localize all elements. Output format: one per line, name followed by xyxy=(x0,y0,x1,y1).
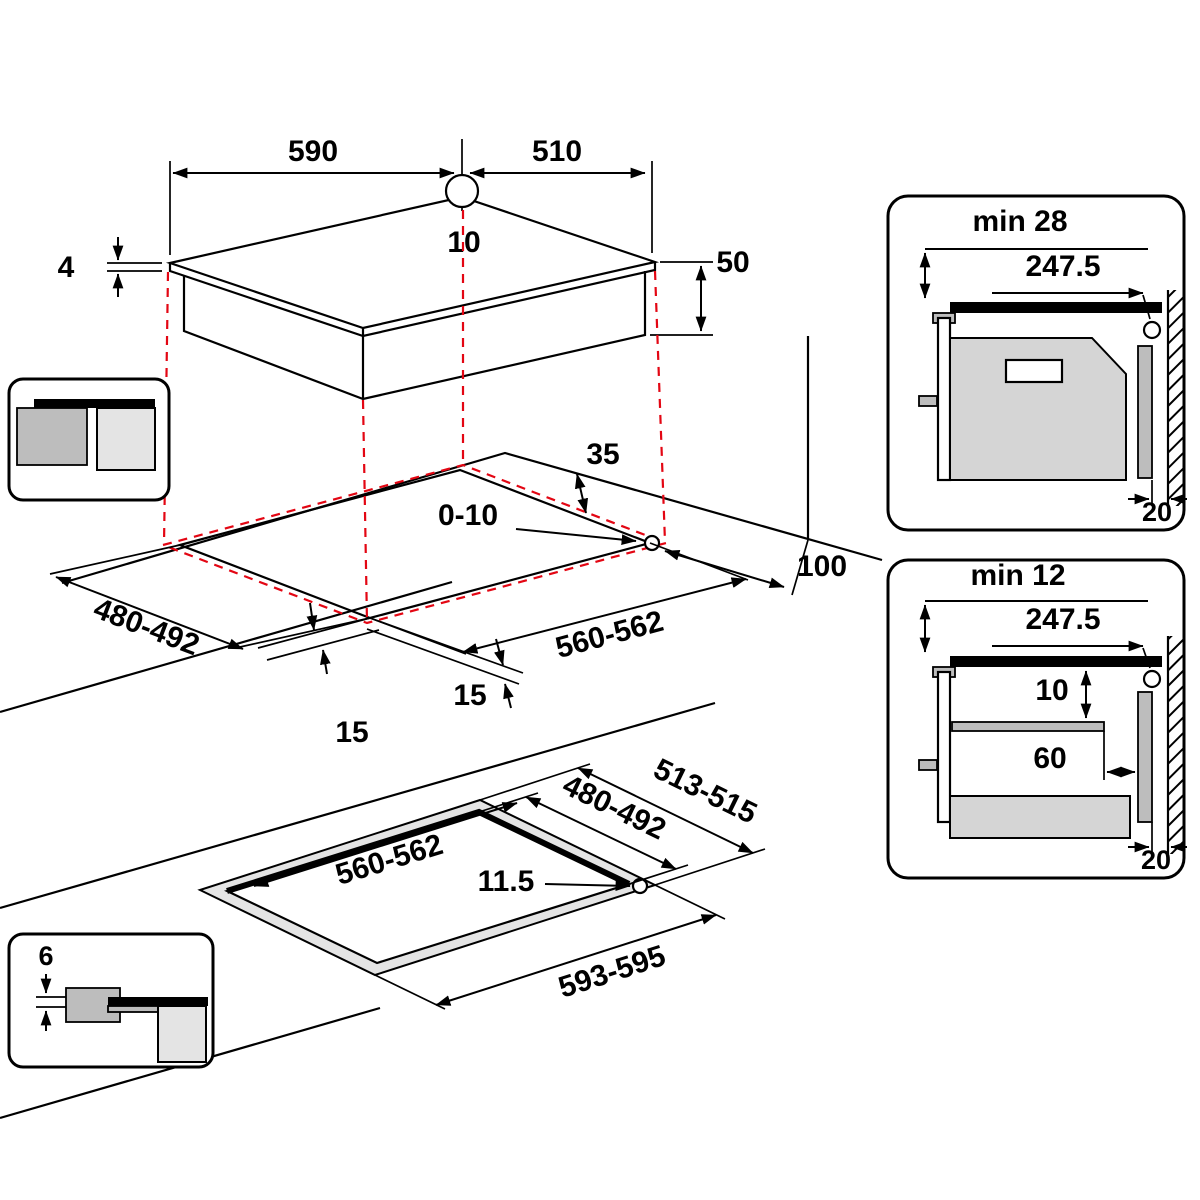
label-shelf-gap: 10 xyxy=(1035,674,1068,707)
dim-arrow-side-gap-b2 xyxy=(320,649,331,675)
leader-corner-radius xyxy=(515,528,637,545)
wall-hatch-top xyxy=(1168,290,1184,506)
ext-flush-outer-depth xyxy=(479,763,766,886)
label-glass-thickness: 4 xyxy=(58,251,75,284)
hob-glass-top xyxy=(165,195,660,330)
leader-centre-shelf xyxy=(1142,647,1151,669)
worktop-section-top xyxy=(950,302,1162,313)
inset-surface-mount xyxy=(7,377,171,502)
label-flush-corner: 11.5 xyxy=(478,865,535,898)
inset-surface-glass xyxy=(34,399,155,408)
hole-marker xyxy=(444,173,480,209)
corner-marker-oven xyxy=(1142,320,1162,340)
ext-flush-outer-width xyxy=(374,884,726,1010)
label-cutout-depth: 480-492 xyxy=(89,592,204,662)
side-panel-shelf xyxy=(1137,691,1153,823)
dim-arrow-side-gap-a1 xyxy=(494,638,505,666)
label-min-gap-shelf: min 12 xyxy=(970,559,1065,592)
label-corner-radius: 0-10 xyxy=(438,499,498,532)
side-panel-oven xyxy=(1137,345,1153,479)
dim-line-rear-gap xyxy=(574,473,589,514)
hob-isometric-view: 590 510 10 4 50 xyxy=(58,135,750,401)
label-wall-gap-shelf: 20 xyxy=(1141,845,1171,875)
flush-corner-marker xyxy=(631,877,649,895)
oven-body xyxy=(949,337,1127,481)
ext-flush-inner-depth xyxy=(478,792,689,885)
label-body-height: 50 xyxy=(716,246,749,279)
dim-line-flush-outer-depth xyxy=(577,767,754,854)
dim-arrow-side-gap-a2 xyxy=(503,683,514,709)
ext-right-clearance xyxy=(791,539,809,596)
inset-flush-mount: 6 xyxy=(7,932,215,1069)
dim-line-cutout-depth xyxy=(55,576,244,650)
hob-projection-outline xyxy=(159,463,670,625)
label-side-gap-a: 15 xyxy=(453,679,486,712)
label-hob-depth: 510 xyxy=(532,135,582,168)
leader-centre-oven xyxy=(1142,294,1151,320)
clearance-panel-oven: min 28 247.5 20 xyxy=(886,194,1187,532)
clearance-panel-shelf: min 12 247.5 10 60 20 xyxy=(886,558,1187,880)
dim-line-right-clearance xyxy=(664,550,785,588)
clamp-tab-shelf-2 xyxy=(918,759,938,771)
dim-line-cutout-width xyxy=(462,577,747,654)
dim-line-flush-inner-width xyxy=(253,802,518,887)
ext-side-gap-b xyxy=(257,617,380,661)
hob-body xyxy=(182,271,647,401)
label-wall-gap-oven: 20 xyxy=(1142,497,1172,527)
clamp-tab-oven-2 xyxy=(918,395,938,407)
inset-flush-glass xyxy=(108,997,208,1006)
corner-marker-shelf xyxy=(1142,669,1162,689)
cabinet-side-left-oven xyxy=(936,316,952,482)
label-rear-gap: 35 xyxy=(586,438,619,471)
worktop-section-bottom xyxy=(950,656,1162,667)
label-min-gap-oven: min 28 xyxy=(972,205,1067,238)
inset-flush-cabinet xyxy=(157,1005,207,1063)
ext-cutout-depth xyxy=(49,544,371,648)
leader-flush-corner xyxy=(544,880,631,892)
inset-surface-worktop xyxy=(16,407,88,466)
cabinet-side-left-shelf xyxy=(936,670,952,824)
worktop-cutout-view: 35 0-10 100 480-492 560-562 15 15 xyxy=(0,210,883,749)
label-hob-width: 590 xyxy=(288,135,338,168)
shelf-board xyxy=(951,721,1105,732)
label-right-clearance: 100 xyxy=(797,550,847,583)
drawer-body xyxy=(949,795,1131,839)
oven-vent-slot xyxy=(1004,358,1064,384)
dim-arrow-side-gap-b1 xyxy=(306,602,318,631)
label-rebate-depth: 6 xyxy=(38,941,53,971)
label-centre-oven: 247.5 xyxy=(1025,250,1100,283)
inset-flush-rebate-strip xyxy=(107,1005,161,1013)
inset-surface-cabinet xyxy=(96,407,156,471)
wall-hatch-bottom xyxy=(1168,636,1184,854)
label-side-gap-b: 15 xyxy=(335,716,368,749)
label-shelf-setback: 60 xyxy=(1033,742,1066,775)
label-centre-shelf: 247.5 xyxy=(1025,603,1100,636)
cutout-outline xyxy=(176,468,654,620)
dim-line-flush-outer-width xyxy=(435,914,717,1006)
